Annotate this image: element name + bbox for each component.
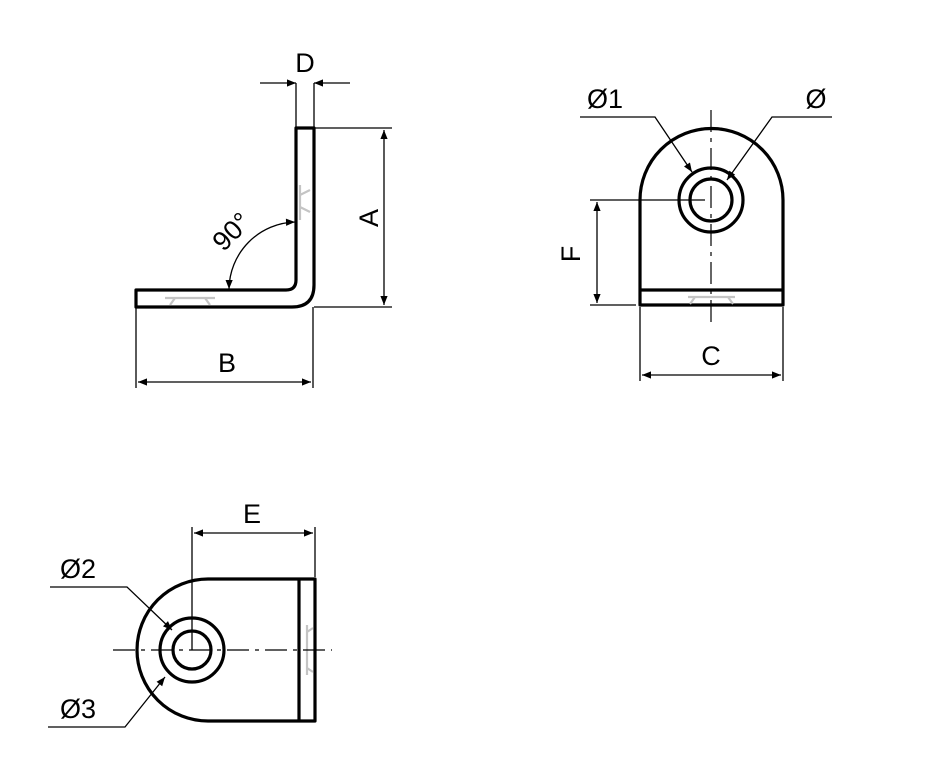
dim-label-o3: Ø3 [60,694,96,724]
leader-o: Ø [726,84,832,181]
dimension-d: D [260,48,350,128]
dim-label-o: Ø [805,84,826,114]
front-view: F C Ø1 Ø [556,84,832,381]
side-view: D A B 90° [134,48,392,388]
dim-label-d: D [295,48,315,78]
leader-o3: Ø3 [48,676,166,728]
dim-label-c: C [701,341,721,371]
top-outline [135,577,317,723]
weld-marks [165,185,311,306]
leader-o1: Ø1 [580,84,693,173]
angle-dimension: 90° [207,207,296,290]
dimension-f: F [556,199,705,306]
angle-label: 90° [207,207,257,257]
dim-label-b: B [218,348,236,378]
top-view: E Ø2 Ø3 [48,499,332,728]
front-outline [638,126,785,307]
dim-label-o2: Ø2 [60,554,96,584]
dim-label-e: E [243,499,261,529]
dimension-b: B [135,307,314,388]
dimension-e: E [191,499,316,650]
dim-label-o1: Ø1 [587,84,623,114]
dimension-c: C [639,307,784,381]
leader-o2: Ø2 [50,554,173,631]
dim-label-f: F [556,246,586,263]
dim-label-a: A [354,209,384,227]
dimension-a: A [314,127,392,308]
